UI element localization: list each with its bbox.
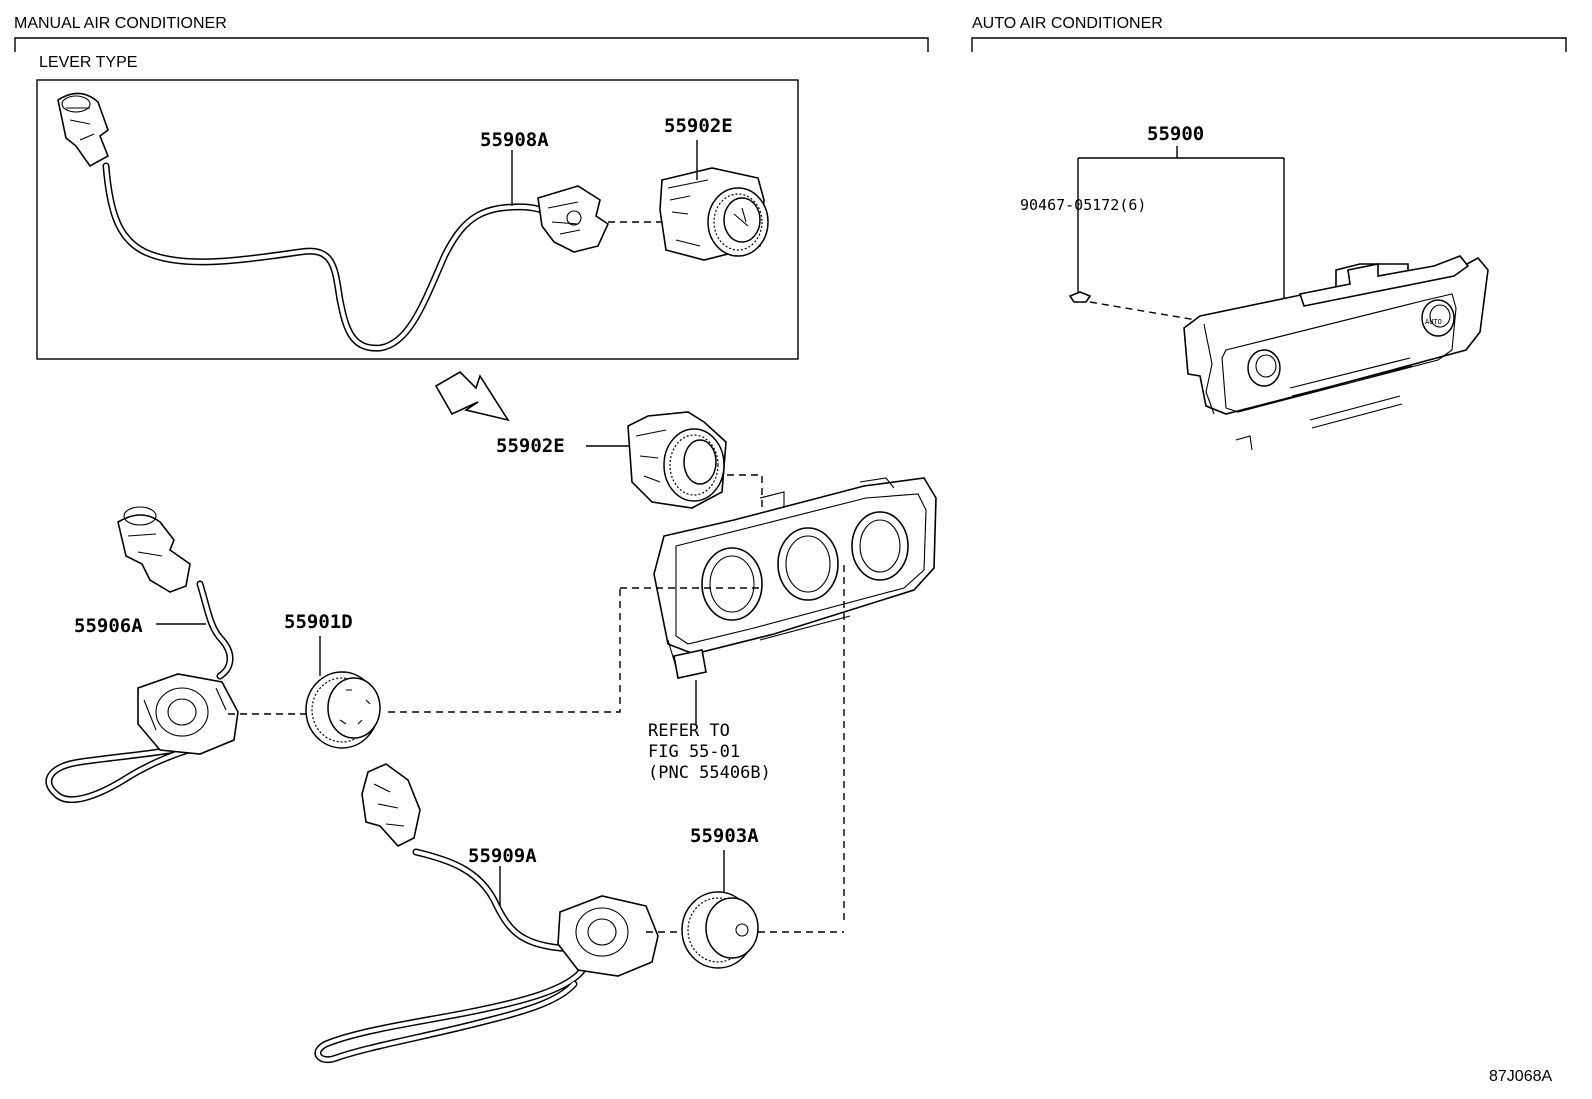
auto-section-title: AUTO AIR CONDITIONER [972,15,1163,32]
manual-section-bracket [14,37,929,52]
switch-55902E-mid [627,411,727,509]
label-55900: 55900 [1147,123,1204,145]
figure-code: 87J068A [1489,1068,1552,1085]
label-55902E-top: 55902E [664,115,733,137]
label-55901D: 55901D [284,611,353,633]
knob-base-55906A [137,673,239,755]
climate-control-unit-55900: AUTO [1183,255,1489,451]
arrow-shape [434,370,510,422]
connector-55909A [361,763,421,847]
connector-55906A [117,506,191,593]
lever-type-box [36,79,799,360]
label-55906A: 55906A [74,615,143,637]
switch-55902E-top [659,167,769,261]
knob-55903A [681,891,759,969]
label-55908A: 55908A [480,129,549,151]
control-panel-bezel [653,477,937,679]
knob-55901D [305,671,381,749]
clip-90467 [1068,291,1092,303]
cable-55909A [314,848,590,1063]
refer-line-3: (PNC 55406B) [648,763,771,783]
lever-connector-top [57,92,110,168]
label-55909A: 55909A [468,845,537,867]
dash-clip-to-unit [1089,301,1197,321]
lever-type-title: LEVER TYPE [39,54,137,71]
cable-55906A [45,580,234,804]
knob-base-55909A [557,895,659,977]
cable-55908A [102,162,560,352]
auto-button-label: AUTO [1425,318,1442,326]
lever-slider-part [537,185,610,253]
manual-section-title: MANUAL AIR CONDITIONER [14,15,227,32]
auto-section-bracket [971,37,1567,52]
refer-line-1: REFER TO [648,721,730,741]
label-55903A: 55903A [690,825,759,847]
label-55902E-mid: 55902E [496,435,565,457]
label-90467: 90467-05172(6) [1020,196,1146,214]
bracket-55900 [1077,146,1285,310]
refer-line-2: FIG 55-01 [648,742,740,762]
dash-55901D-to-panel [388,588,621,713]
